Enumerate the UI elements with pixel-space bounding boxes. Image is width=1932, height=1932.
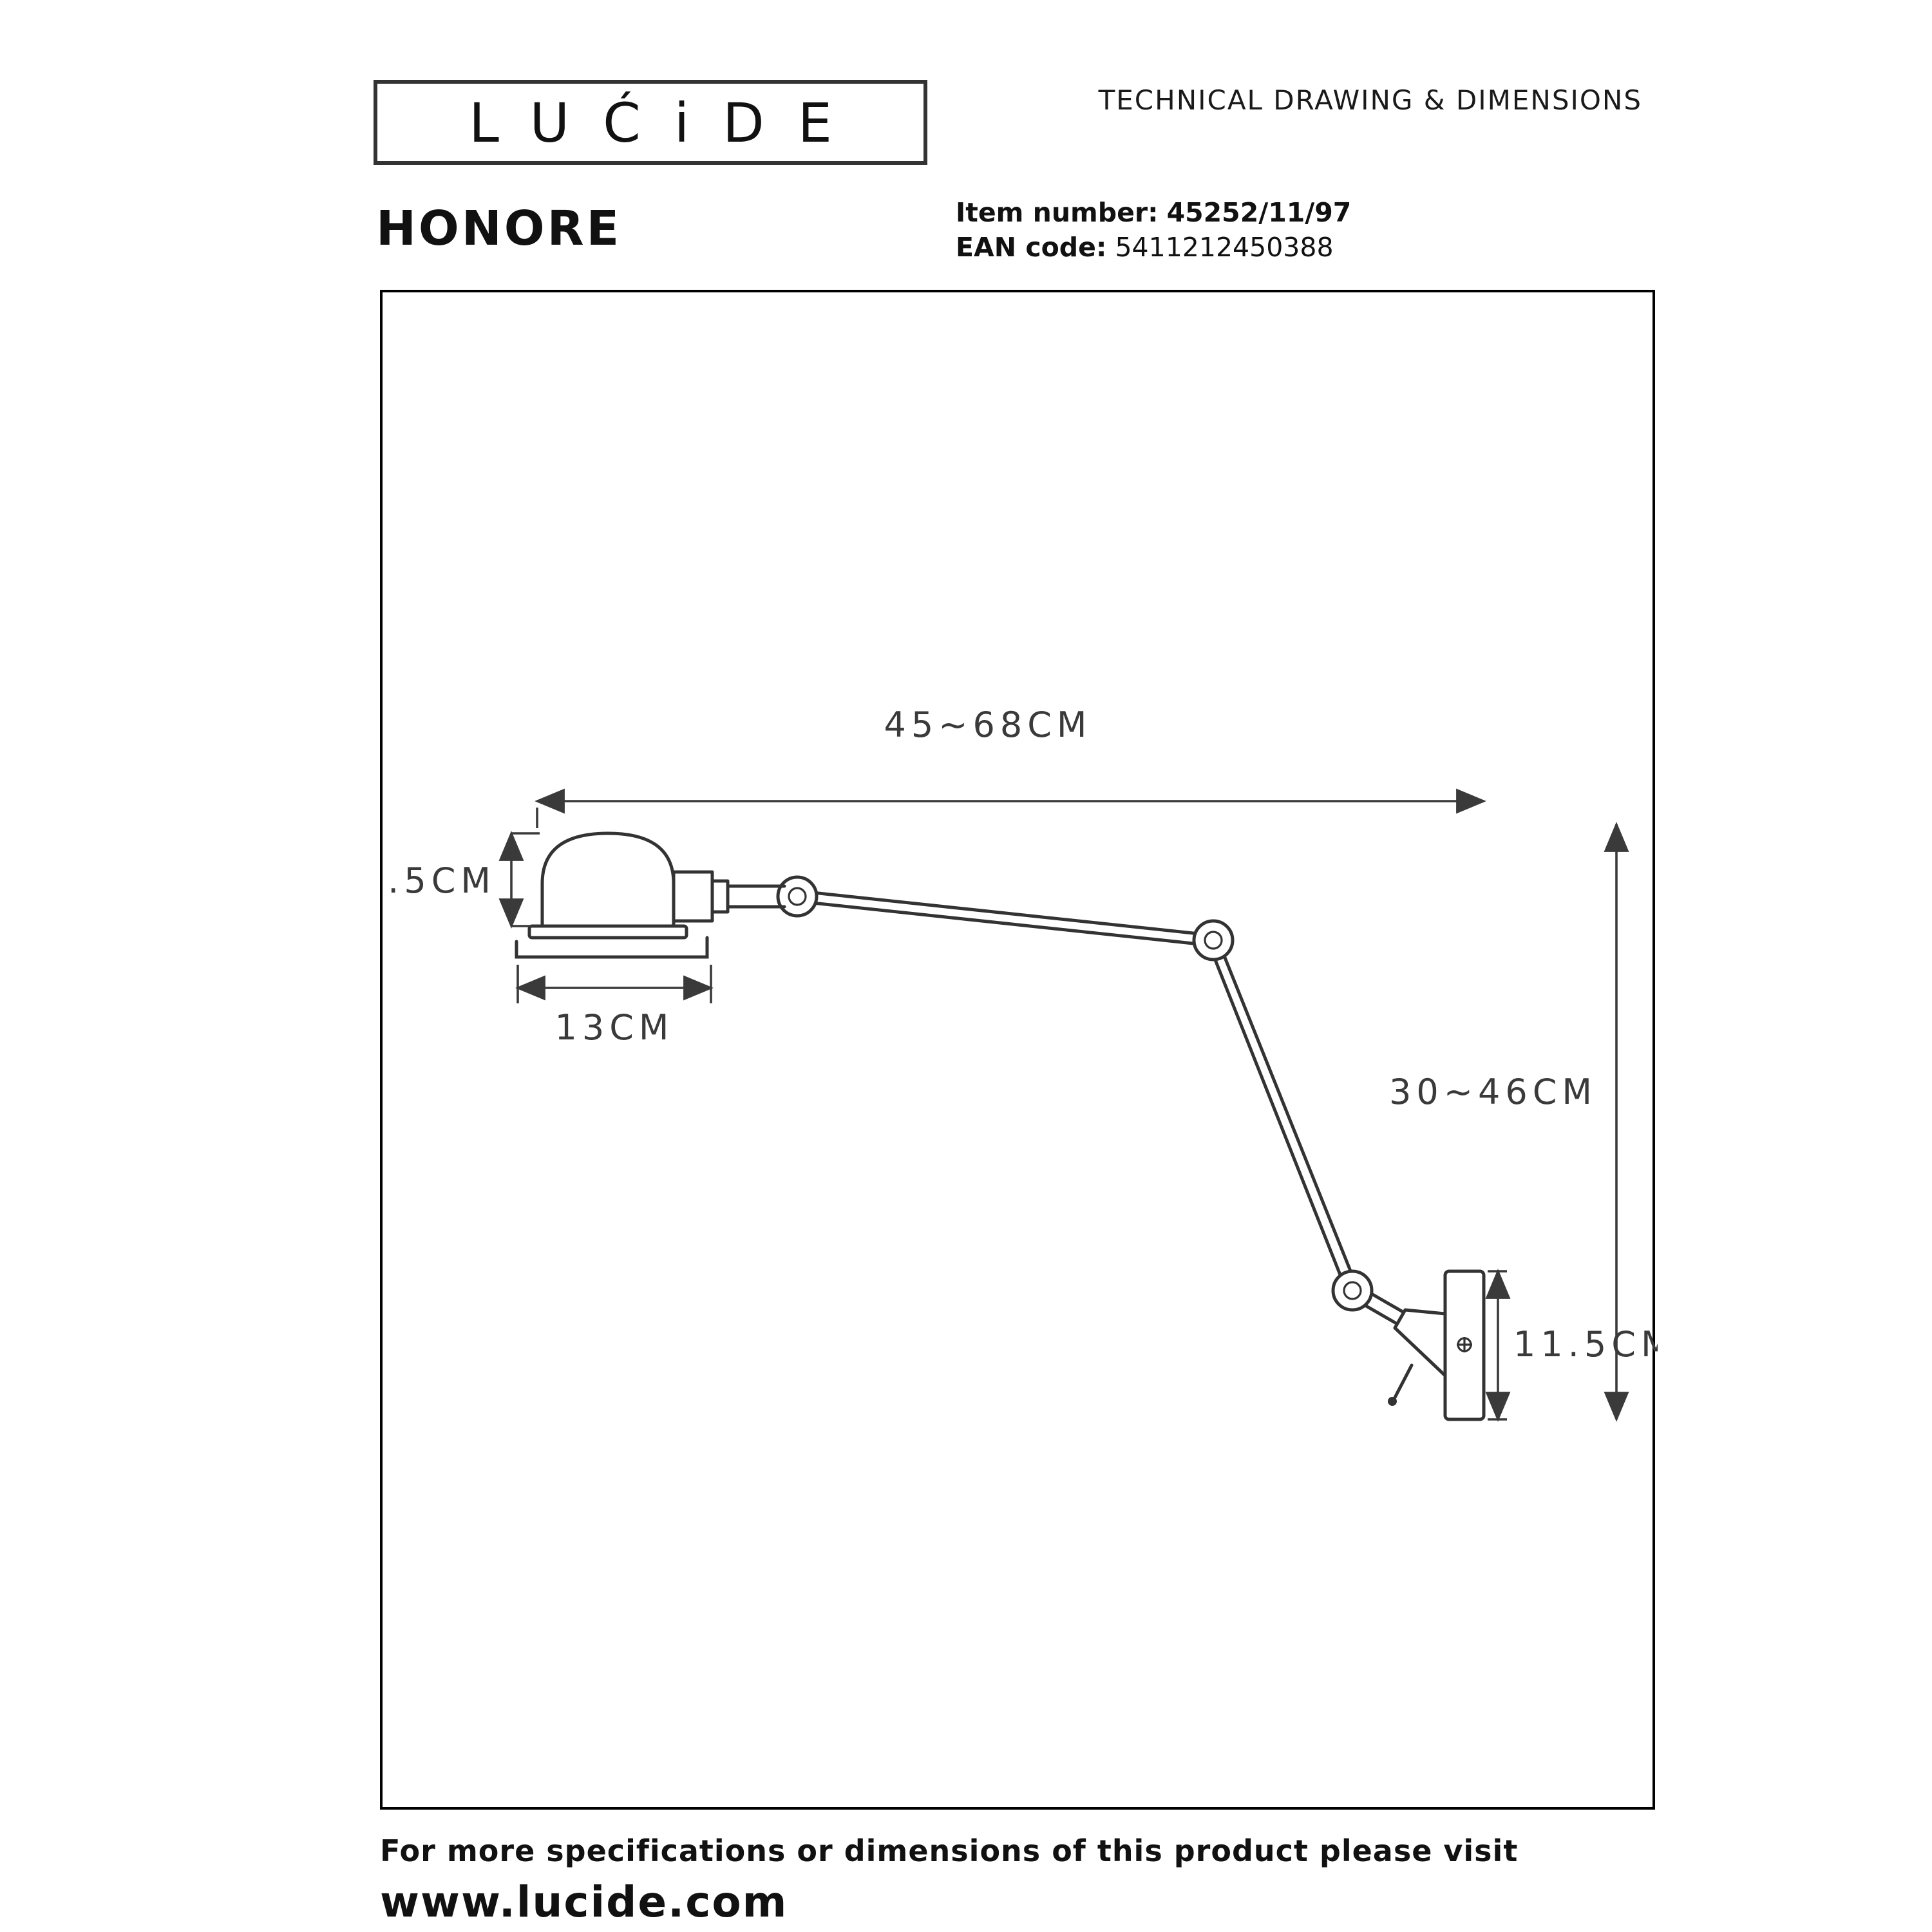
ean-code-row: EAN code: 5411212450388 <box>956 231 1351 265</box>
footer-note: For more specifications or dimensions of… <box>380 1835 1519 1869</box>
ean-code-value: 5411212450388 <box>1115 232 1334 263</box>
item-number-value: 45252/11/97 <box>1166 197 1352 228</box>
dimension-shade-height: 7.5CM <box>383 831 540 929</box>
product-meta: Item number: 45252/11/97 EAN code: 54112… <box>956 196 1351 265</box>
lucide-logo-text: LUĆiDE <box>469 91 866 154</box>
lucide-logo: LUĆiDE <box>374 80 927 165</box>
dimension-overall-height: 30~46CM <box>1389 822 1629 1422</box>
wall-mount <box>1362 1269 1486 1421</box>
technical-drawing: 45~68CM 30~46CM 7.5CM 13CM <box>383 705 1658 1422</box>
dim-overall-height-label: 30~46CM <box>1389 1072 1597 1112</box>
item-number-label: Item number: <box>956 197 1159 228</box>
lamp-upper-arm <box>811 891 1201 946</box>
arm-joints <box>776 875 1374 1312</box>
page-title: TECHNICAL DRAWING & DIMENSIONS <box>1098 85 1642 116</box>
wrist-joint <box>1331 1269 1374 1312</box>
dim-wall-plate-label: 11.5CM <box>1513 1324 1658 1365</box>
socket-ring <box>710 879 730 914</box>
toggle-switch <box>1393 1363 1414 1399</box>
lamp-shade <box>540 831 676 928</box>
mount-neck <box>1362 1303 1399 1326</box>
drawing-frame: 45~68CM 30~46CM 7.5CM 13CM <box>380 290 1658 1810</box>
dimension-shade-width: 13CM <box>515 965 714 1048</box>
dimension-wall-plate-height: 11.5CM <box>1485 1269 1658 1422</box>
product-name: HONORE <box>376 201 622 256</box>
shoulder-joint <box>776 875 819 918</box>
dim-overall-width-label: 45~68CM <box>884 705 1092 745</box>
shade-rim <box>527 924 688 940</box>
dimension-overall-width: 45~68CM <box>535 705 1486 828</box>
elbow-joint <box>1192 919 1235 961</box>
dim-shade-height-label: 7.5CM <box>383 860 496 901</box>
item-number-row: Item number: 45252/11/97 <box>956 196 1351 231</box>
footer-website: www.lucide.com <box>380 1877 788 1927</box>
lamp-lower-arm <box>1213 952 1353 1278</box>
shade-handle <box>515 936 709 959</box>
lamp-head <box>515 831 786 959</box>
ean-code-label: EAN code: <box>956 232 1107 263</box>
dim-shade-width-label: 13CM <box>554 1007 674 1048</box>
mount-cone <box>1393 1308 1447 1378</box>
socket-cylinder <box>672 870 714 923</box>
